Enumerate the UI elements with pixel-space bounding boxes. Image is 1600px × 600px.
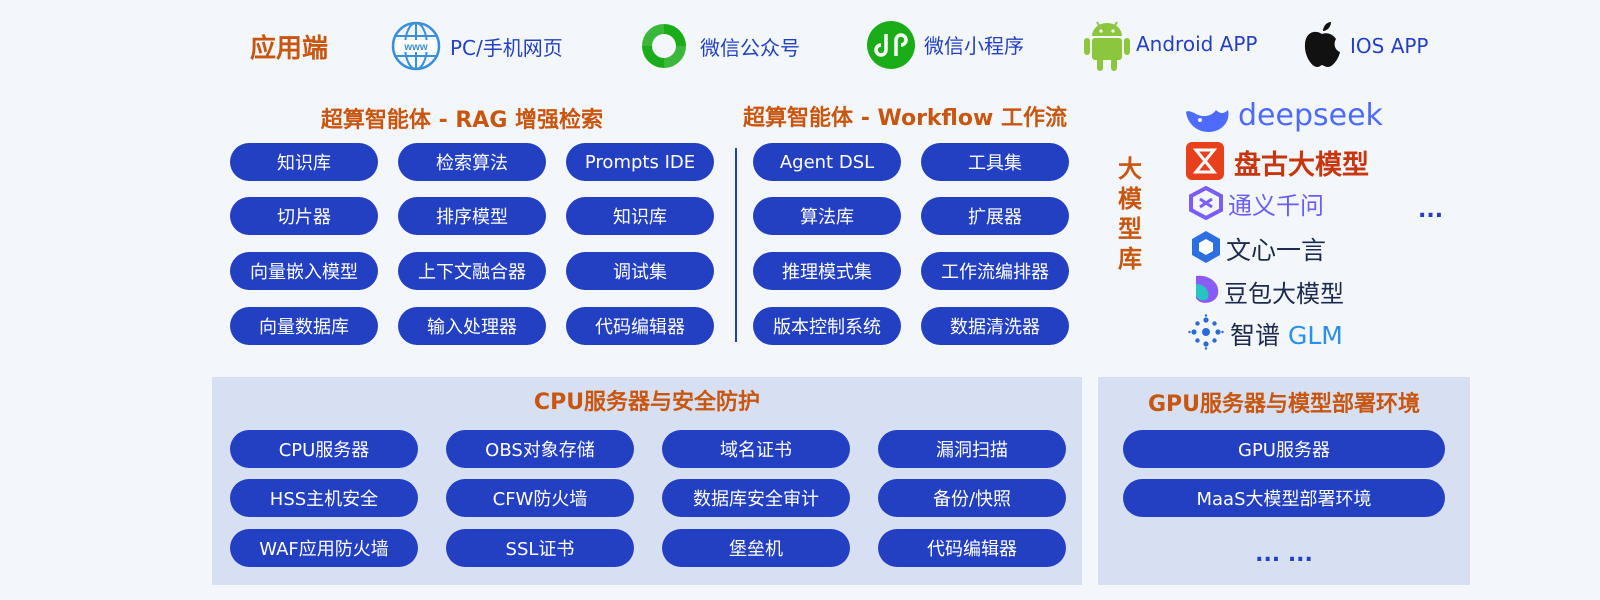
workflow-item: 算法库: [753, 197, 901, 235]
client-label-pc: PC/手机网页: [450, 36, 563, 60]
model-name-tongyi: 通义千问: [1228, 192, 1324, 220]
rag-item: 向量数据库: [230, 307, 378, 345]
workflow-title: 超算智能体 - Workflow 工作流: [743, 106, 1067, 131]
rag-item: 切片器: [230, 197, 378, 235]
rag-item: 知识库: [230, 143, 378, 181]
rag-item: 排序模型: [398, 197, 546, 235]
gpu-item: MaaS大模型部署环境: [1123, 479, 1445, 517]
rag-item: 调试集: [566, 252, 714, 290]
model-library-label: 大模型库: [1118, 155, 1142, 273]
model-name-zhipu: 智谱 GLM: [1230, 316, 1343, 352]
cpu-item: 堡垒机: [662, 529, 850, 567]
workflow-item: Agent DSL: [753, 143, 901, 181]
workflow-item: 数据清洗器: [921, 307, 1069, 345]
model-name-deepseek: deepseek: [1238, 98, 1383, 133]
cpu-item: SSL证书: [446, 529, 634, 567]
cpu-item: 漏洞扫描: [878, 430, 1066, 468]
rag-item: 上下文融合器: [398, 252, 546, 290]
cpu-item: OBS对象存储: [446, 430, 634, 468]
globe-www-icon: www: [391, 21, 441, 71]
gpu-item: GPU服务器: [1123, 430, 1445, 468]
model-more-ellipsis: ...: [1418, 198, 1444, 223]
cpu-item: CPU服务器: [230, 430, 418, 468]
client-label-wechat-mini: 微信小程序: [924, 34, 1024, 58]
rag-title: 超算智能体 - RAG 增强检索: [320, 108, 604, 133]
cpu-item: 域名证书: [662, 430, 850, 468]
client-label-wechat-official: 微信公众号: [700, 36, 800, 60]
rag-item: 向量嵌入模型: [230, 252, 378, 290]
wenxin-icon: [1192, 231, 1220, 263]
client-label-ios: IOS APP: [1350, 34, 1429, 58]
android-icon: [1084, 21, 1130, 71]
model-name-pangu: 盘古大模型: [1234, 150, 1369, 181]
wechat-mini-program-icon: [867, 21, 915, 69]
cpu-item: 备份/快照: [878, 479, 1066, 517]
cpu-item: WAF应用防火墙: [230, 529, 418, 567]
doubao-icon: [1196, 275, 1219, 303]
clients-label: 应用端: [250, 34, 329, 64]
apple-icon: [1304, 22, 1340, 67]
rag-item: Prompts IDE: [566, 143, 714, 181]
workflow-item: 工作流编排器: [921, 252, 1069, 290]
gpu-title: GPU服务器与模型部署环境: [1147, 392, 1421, 417]
model-name-wenxin: 文心一言: [1226, 236, 1327, 265]
cpu-item: 代码编辑器: [878, 529, 1066, 567]
deepseek-whale-icon: [1186, 110, 1229, 132]
cpu-item: CFW防火墙: [446, 479, 634, 517]
wechat-official-account-icon: [642, 24, 686, 68]
cpu-item: HSS主机安全: [230, 479, 418, 517]
zhipu-icon: [1188, 314, 1224, 350]
section-divider: [735, 148, 737, 342]
cpu-title: CPU服务器与安全防护: [533, 390, 761, 415]
workflow-item: 扩展器: [921, 197, 1069, 235]
rag-item: 代码编辑器: [566, 307, 714, 345]
model-name-doubao: 豆包大模型: [1224, 280, 1344, 308]
workflow-item: 版本控制系统: [753, 307, 901, 345]
model-name-zhipu-glm: GLM: [1287, 321, 1343, 350]
gpu-more-ellipsis: ... ...: [1255, 542, 1313, 567]
rag-item: 知识库: [566, 197, 714, 235]
workflow-item: 推理模式集: [753, 252, 901, 290]
pangu-hourglass-icon: [1186, 142, 1224, 180]
workflow-item: 工具集: [921, 143, 1069, 181]
rag-item: 检索算法: [398, 143, 546, 181]
rag-item: 输入处理器: [398, 307, 546, 345]
client-label-android: Android APP: [1136, 32, 1258, 56]
tongyi-icon: [1189, 186, 1223, 220]
cpu-item: 数据库安全审计: [662, 479, 850, 517]
svg-text:www: www: [403, 42, 428, 53]
model-name-zhipu-cn: 智谱: [1230, 321, 1281, 350]
